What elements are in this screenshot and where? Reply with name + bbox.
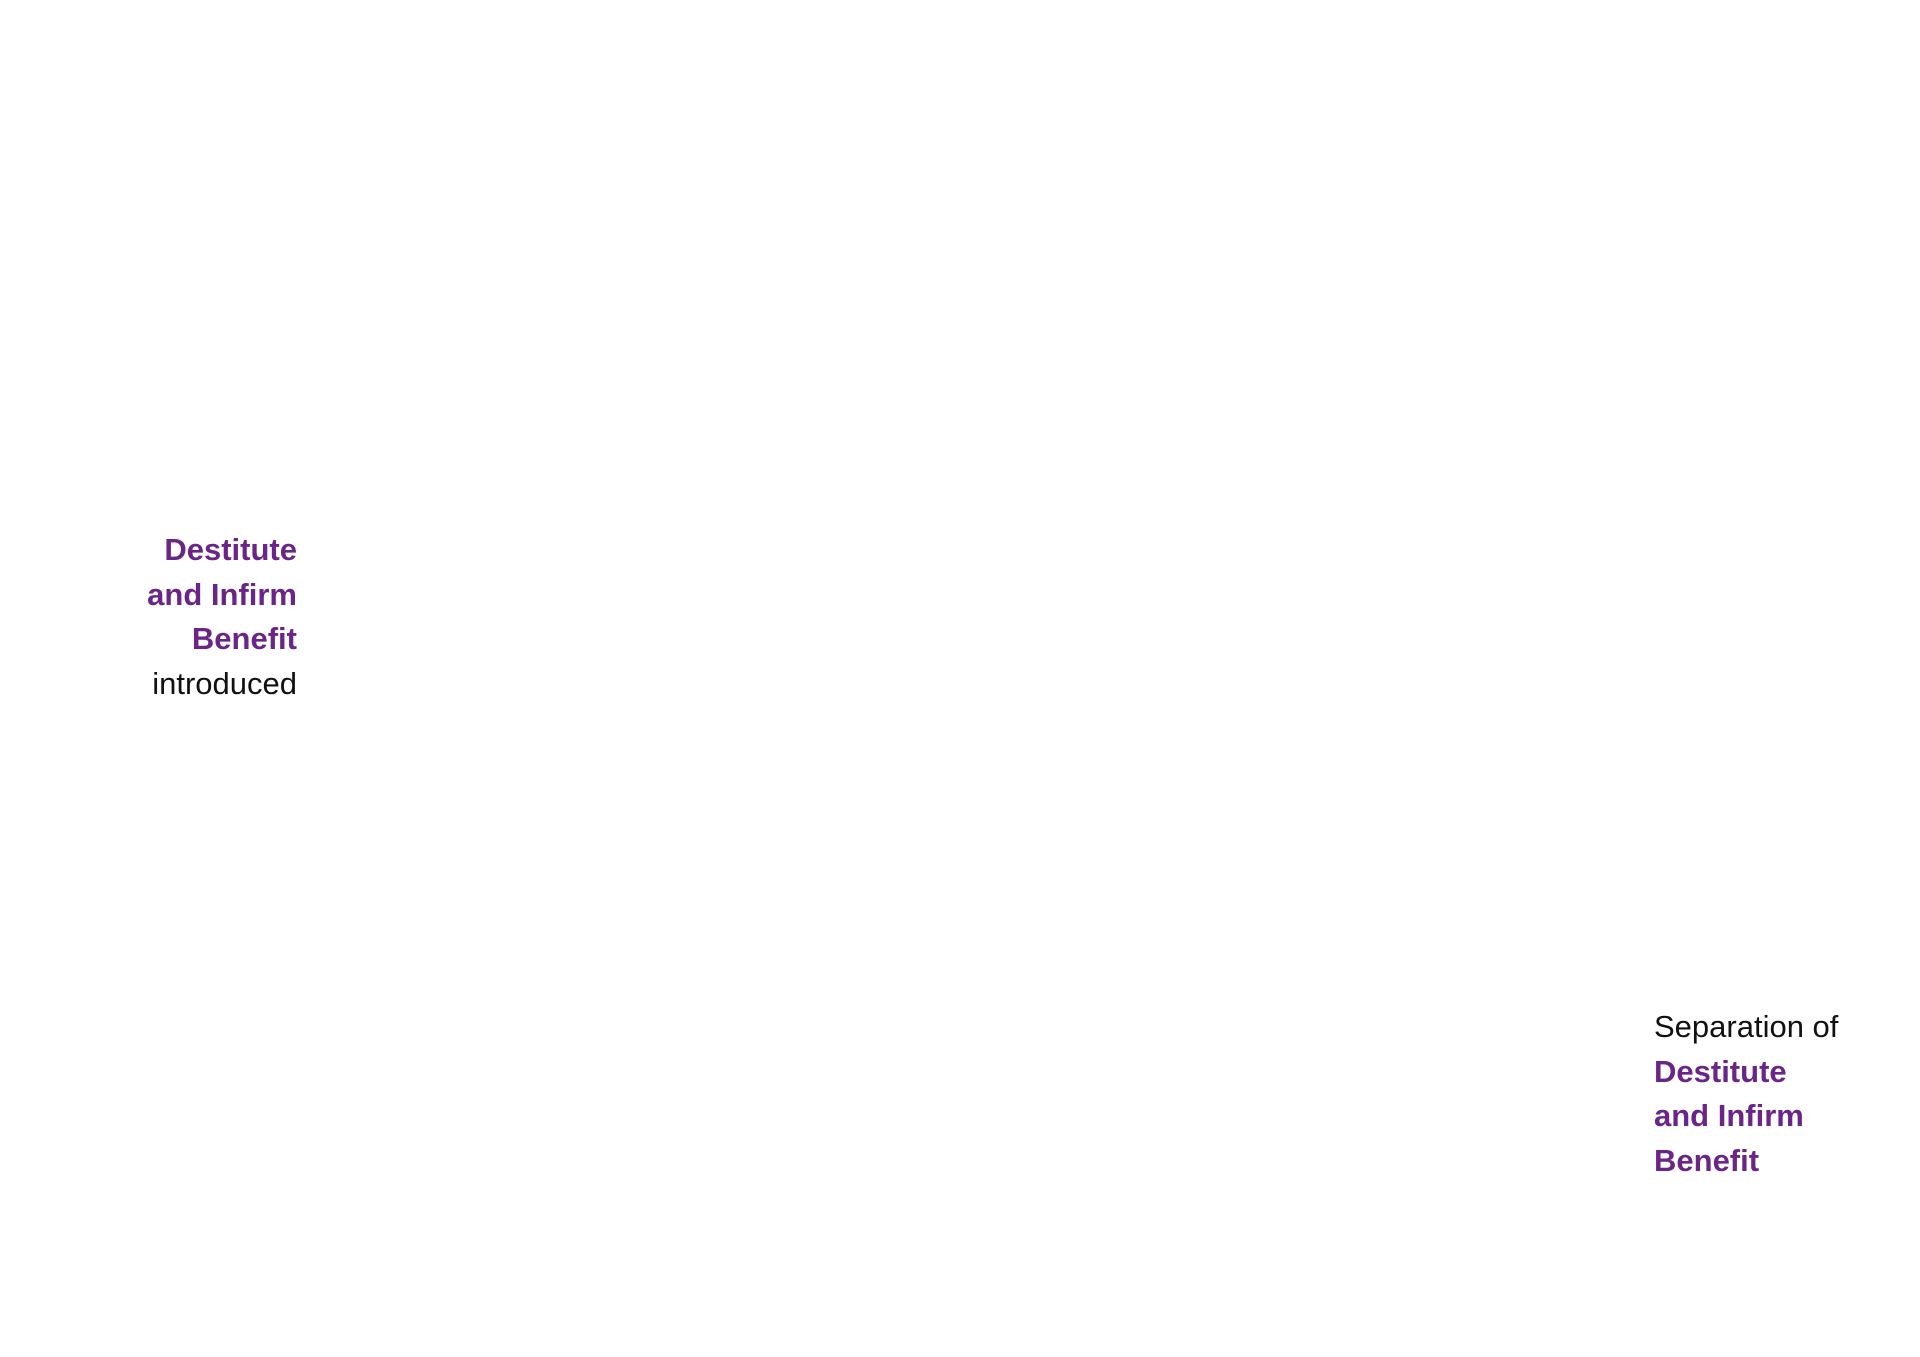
- annotation-line: Benefit: [191, 621, 297, 656]
- annotation-benefit-separation: Separation of Destitute and Infirm Benef…: [1654, 1005, 1838, 1183]
- annotation-line: Benefit: [1654, 1142, 1760, 1178]
- annotation-line: and Infirm: [147, 576, 297, 612]
- annotation-line: Destitute: [1654, 1053, 1787, 1089]
- annotation-line: and Infirm: [1654, 1098, 1804, 1133]
- annotation-line: introduced: [152, 665, 297, 701]
- annotation-line: Separation of: [1654, 1009, 1839, 1044]
- annotation-benefit-introduced: Destitute and Infirm Benefit introduced: [147, 528, 297, 706]
- annotation-line: Destitute: [164, 532, 297, 567]
